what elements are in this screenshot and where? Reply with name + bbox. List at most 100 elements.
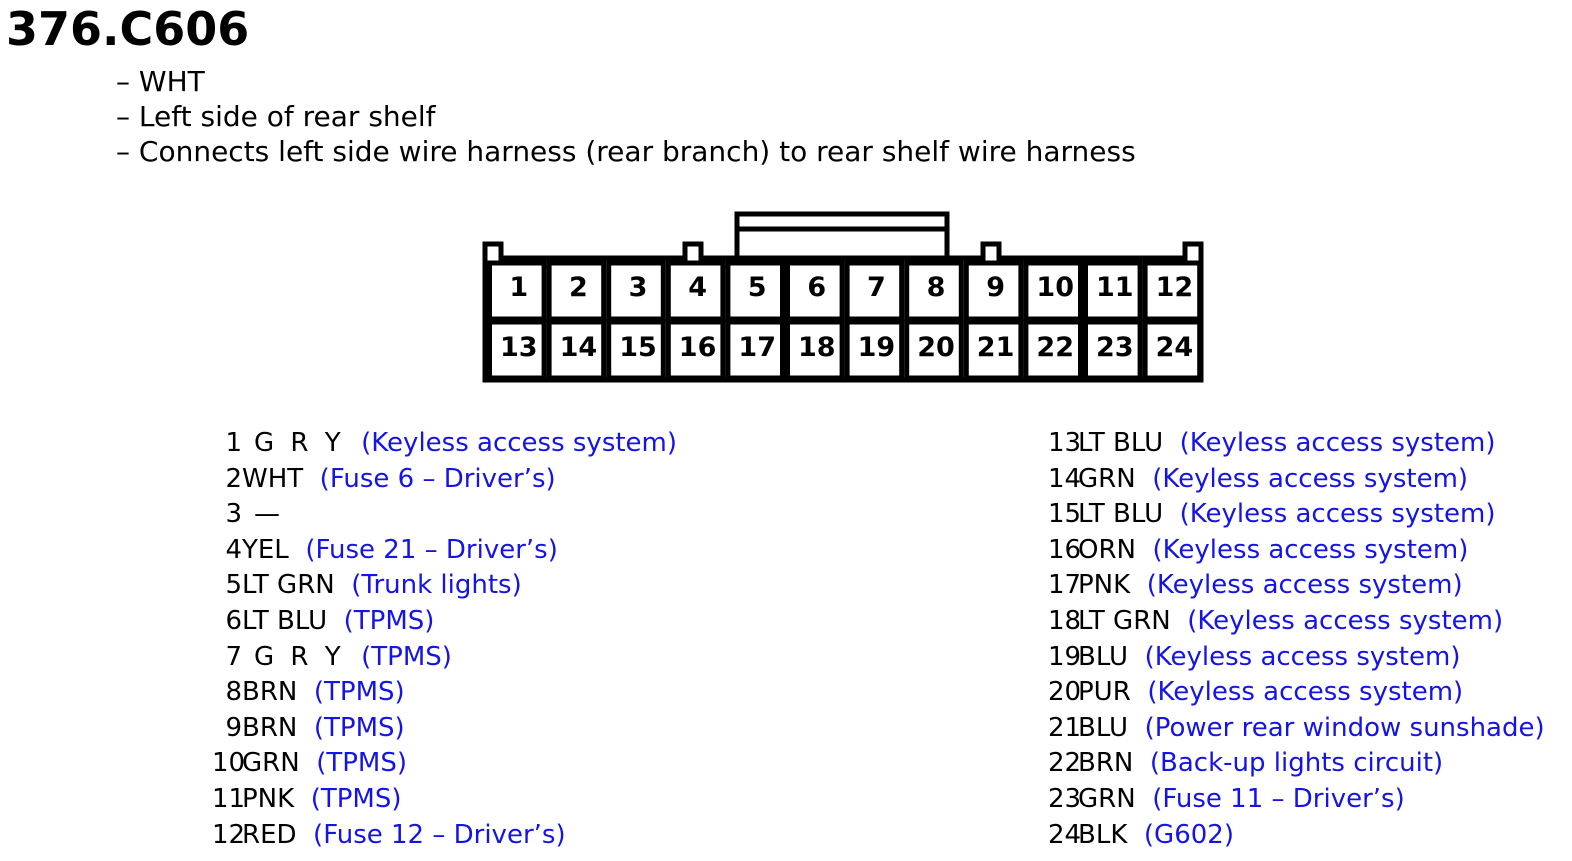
pin-number: 5 <box>225 570 242 601</box>
pin-number-10: 10 <box>1036 272 1074 303</box>
pin-entry-5: 5LT GRN (Trunk lights) <box>212 568 677 604</box>
pin-cavity-1 <box>487 260 547 322</box>
pin-entry-9: 9BRN (TPMS) <box>212 711 677 747</box>
pin-number: 1 <box>225 428 242 458</box>
pin-number: 2 <box>225 463 242 494</box>
pin-cavity-8 <box>904 260 964 322</box>
circuit-name: (Back-up lights circuit) <box>1149 748 1444 779</box>
pin-number-23: 23 <box>1096 332 1134 363</box>
pin-number: 14 <box>1048 463 1082 494</box>
pin-cavity-9 <box>963 260 1024 322</box>
pin-entry-8: 8BRN (TPMS) <box>212 675 677 711</box>
circuit-name: (TPMS) <box>361 641 452 672</box>
pin-number-9: 9 <box>986 272 1005 303</box>
pin-number-6: 6 <box>807 272 826 303</box>
wire-color: BLK <box>1078 819 1128 850</box>
pin-number: 6 <box>225 605 242 636</box>
pin-number: 24 <box>1048 819 1082 850</box>
pin-number: 17 <box>1048 570 1082 601</box>
wire-color: WHT <box>242 463 304 494</box>
wire-color: LT BLU <box>242 605 328 636</box>
circuit-name: (TPMS) <box>316 748 407 779</box>
wire-color: PNK <box>242 783 295 814</box>
circuit-name: (TPMS) <box>343 605 435 636</box>
pin-number-11: 11 <box>1096 272 1134 303</box>
pin-number-8: 8 <box>927 272 946 303</box>
pin-entry-11: 11PNK (TPMS) <box>212 782 677 818</box>
pin-cavity-6 <box>785 260 845 322</box>
pin-entry-3: 3— <box>212 497 677 533</box>
circuit-name: (Fuse 12 – Driver’s) <box>313 819 566 850</box>
wire-color: BLU <box>1078 641 1129 672</box>
pin-entry-18: 18LT GRN (Keyless access system) <box>1048 604 1545 640</box>
pin-cavity-10 <box>1023 260 1084 322</box>
pin-entry-17: 17PNK (Keyless access system) <box>1048 568 1545 604</box>
pin-cavity-19 <box>844 319 905 381</box>
wire-color: LT BLU <box>1078 499 1164 530</box>
pin-entry-10: 10GRN (TPMS) <box>212 746 677 782</box>
pin-entry-15: 15LT BLU (Keyless access system) <box>1048 497 1545 533</box>
pin-entry-21: 21BLU (Power rear window sunshade) <box>1048 711 1545 747</box>
pin-number-16: 16 <box>679 332 717 363</box>
wire-color: G R Y <box>254 641 345 672</box>
pin-number-20: 20 <box>917 332 955 363</box>
pin-cavity-20 <box>904 319 964 381</box>
pin-entry-4: 4YEL (Fuse 21 – Driver’s) <box>212 533 677 569</box>
wire-color: GRN <box>1078 463 1136 494</box>
pin-cavity-24 <box>1142 319 1203 381</box>
circuit-name: (Keyless access system) <box>1152 534 1469 565</box>
circuit-name: (Fuse 6 – Driver’s) <box>319 463 556 494</box>
pin-entry-6: 6LT BLU (TPMS) <box>212 604 677 640</box>
circuit-name: (Power rear window sunshade) <box>1144 712 1545 743</box>
pin-number: 21 <box>1048 712 1082 743</box>
wire-color: GRN <box>242 748 300 779</box>
pin-entry-7: 7 G R Y (TPMS) <box>212 640 677 676</box>
pin-cavity-17 <box>725 319 786 381</box>
pin-entry-22: 22BRN (Back-up lights circuit) <box>1048 746 1545 782</box>
connector-function: Connects left side wire harness (rear br… <box>116 134 1136 169</box>
circuit-name: (TPMS) <box>313 712 405 743</box>
pin-number-18: 18 <box>798 332 836 363</box>
pin-cavity-2 <box>546 260 607 322</box>
pin-entry-14: 14GRN (Keyless access system) <box>1048 462 1545 498</box>
wire-color: LT BLU <box>1078 428 1164 458</box>
pin-cavity-15 <box>606 319 666 381</box>
connector-color: WHT <box>116 64 1136 99</box>
wire-color: YEL <box>242 534 289 565</box>
connector-title: 376.C606 <box>6 2 250 56</box>
circuit-name: (Trunk lights) <box>351 570 522 601</box>
pin-entry-13: 13LT BLU (Keyless access system) <box>1048 426 1545 462</box>
pin-cavity-12 <box>1142 260 1203 322</box>
pin-number: 20 <box>1048 677 1082 708</box>
pin-cavity-16 <box>665 319 726 381</box>
pin-number: 23 <box>1048 783 1082 814</box>
pin-entry-2: 2WHT (Fuse 6 – Driver’s) <box>212 462 677 498</box>
pin-number-14: 14 <box>560 332 598 363</box>
wire-color: LT GRN <box>242 570 335 601</box>
wire-color: GRN <box>1078 783 1136 814</box>
pin-entry-23: 23GRN (Fuse 11 – Driver’s) <box>1048 782 1545 818</box>
pin-cavity-13 <box>487 319 547 381</box>
pin-number: 8 <box>225 677 242 708</box>
pin-cavity-18 <box>785 319 845 381</box>
pin-number-21: 21 <box>977 332 1015 363</box>
pin-number: 7 <box>225 641 242 672</box>
pin-number: 13 <box>1048 428 1082 458</box>
pin-number: 4 <box>225 534 242 565</box>
pin-number: 10 <box>212 748 246 779</box>
circuit-name: (Keyless access system) <box>1147 677 1464 708</box>
pin-cavity-7 <box>844 260 905 322</box>
pin-number: 12 <box>212 819 246 850</box>
connector-housing-outline <box>482 241 1204 383</box>
circuit-name: (Keyless access system) <box>1179 499 1496 530</box>
pin-number-22: 22 <box>1036 332 1074 363</box>
pin-number-7: 7 <box>867 272 886 303</box>
pin-number-1: 1 <box>509 272 528 303</box>
pin-entry-12: 12RED (Fuse 12 – Driver’s) <box>212 818 677 854</box>
pin-number: 15 <box>1048 499 1082 530</box>
pin-cavity-22 <box>1023 319 1084 381</box>
wire-color: RED <box>242 819 297 850</box>
pin-number-15: 15 <box>619 332 657 363</box>
